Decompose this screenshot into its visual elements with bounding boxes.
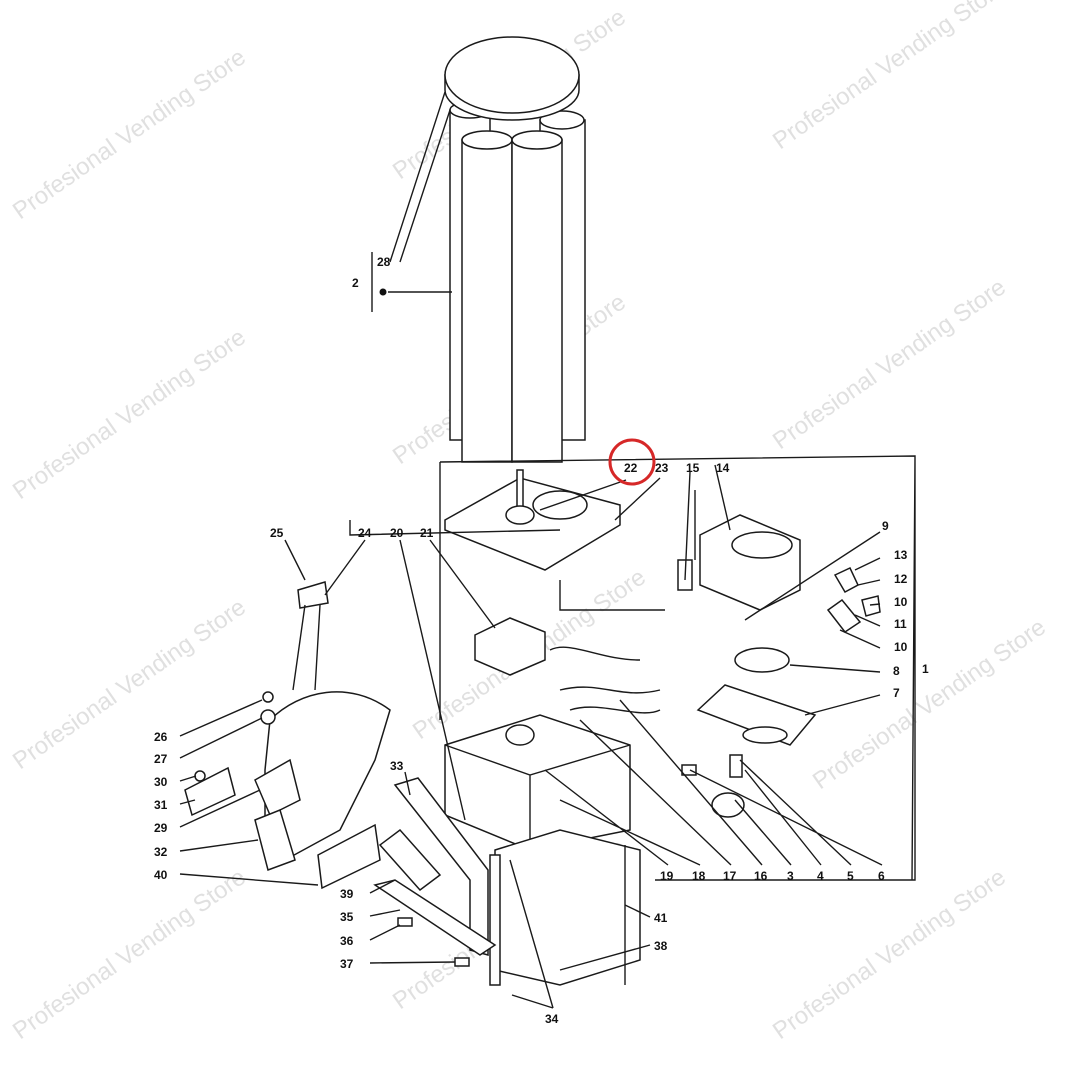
label-8: 8 (893, 664, 900, 678)
label-23: 23 (655, 461, 669, 475)
coin-mechanism (677, 490, 881, 818)
label-37: 37 (340, 957, 354, 971)
watermark: Profesional Vending Store (8, 324, 251, 505)
leader-lines (179, 91, 883, 1009)
label-5: 5 (847, 869, 854, 883)
label-16: 16 (754, 869, 768, 883)
label-25: 25 (270, 526, 284, 540)
label-35: 35 (340, 910, 354, 924)
label-2: 2 (352, 276, 359, 290)
label-14: 14 (716, 461, 730, 475)
label-34: 34 (545, 1012, 559, 1026)
watermark: Profesional Vending Store (8, 594, 251, 775)
label-30: 30 (154, 775, 168, 789)
label-21: 21 (420, 526, 434, 540)
label-38: 38 (654, 939, 668, 953)
label-24: 24 (358, 526, 372, 540)
label-20: 20 (390, 526, 404, 540)
watermark: Profesional Vending Store (8, 864, 251, 1045)
chassis (349, 455, 916, 986)
label-39: 39 (340, 887, 354, 901)
label-36: 36 (340, 934, 354, 948)
label-22: 22 (624, 461, 638, 475)
label-33: 33 (390, 759, 404, 773)
label-26: 26 (154, 730, 168, 744)
label-6: 6 (878, 869, 885, 883)
label-9: 9 (882, 519, 889, 533)
watermark: Profesional Vending Store (768, 274, 1011, 455)
label-15: 15 (686, 461, 700, 475)
label-40: 40 (154, 868, 168, 882)
label-32: 32 (154, 845, 168, 859)
label-18: 18 (692, 869, 706, 883)
label-12: 12 (894, 572, 908, 586)
label-11: 11 (894, 617, 907, 631)
label-27: 27 (154, 752, 168, 766)
label-28: 28 (377, 255, 391, 269)
part-labels: 28 2 22 23 15 14 9 13 12 10 11 10 8 7 1 … (154, 255, 929, 1026)
label-7: 7 (893, 686, 900, 700)
label-29: 29 (154, 821, 168, 835)
bullet-dot (379, 288, 387, 296)
watermark: Profesional Vending Store (8, 44, 251, 225)
label-41: 41 (654, 911, 668, 925)
label-3: 3 (787, 869, 794, 883)
watermark: Profesional Vending Store (768, 864, 1011, 1045)
label-17: 17 (723, 869, 737, 883)
label-4: 4 (817, 869, 824, 883)
coin-tube-assembly (444, 36, 586, 463)
label-13: 13 (894, 548, 908, 562)
label-10: 10 (894, 640, 908, 654)
label-1: 1 (922, 662, 929, 676)
label-31: 31 (154, 798, 168, 812)
label-19: 19 (660, 869, 674, 883)
label-10: 10 (894, 595, 908, 609)
watermark: Profesional Vending Store (768, 0, 1011, 155)
coin-return-parts (184, 581, 626, 985)
highlight-circle-part-22 (608, 438, 656, 486)
